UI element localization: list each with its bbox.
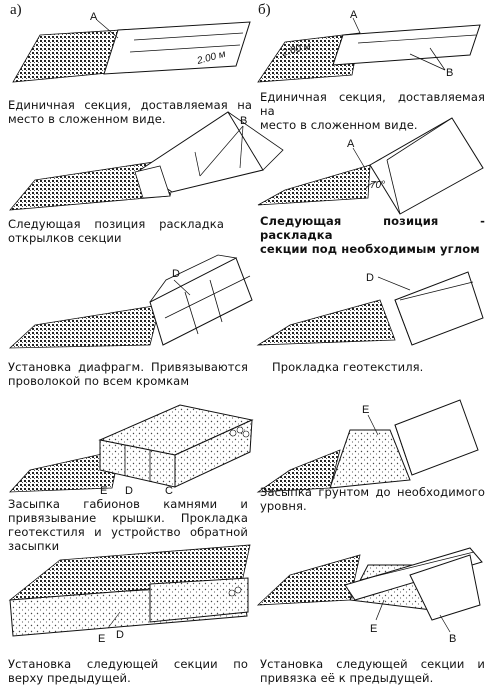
left-step5-label-d: D [116,629,124,641]
left-step1-caption: Единичная секция, доставляемая на место … [8,98,252,126]
right-step3-label-d: D [366,272,374,284]
right-step5-figure: E B [256,547,483,645]
right-step1-label-a: A [350,9,358,21]
left-step2-label-b: B [240,115,247,127]
left-step3-figure: D [8,254,253,349]
right-step2-figure: A 70° [257,117,484,215]
right-step2-label-a: A [347,138,355,150]
right-step4-caption: Засыпка грунтом до необходимого уровня. [260,485,485,513]
left-step3-label-d: D [172,268,180,280]
left-step2-figure: B [9,111,284,211]
left-step2-caption: Следующая позиция раскладка открылков се… [8,217,224,245]
right-step2-angle: 70° [370,180,385,191]
left-step1-figure: A 2.00 м [12,11,251,83]
left-step3-caption: Установка диафрагм. Привязываются провол… [8,360,248,388]
column-heading-a: а) [10,2,22,18]
right-step3-figure: D [256,271,484,346]
left-step4-figure: E D C [9,404,254,497]
left-step4-label-e: E [100,485,107,497]
left-step5-figure: E D [8,544,251,645]
right-step5-label-e: E [370,623,377,635]
right-step4-figure: E [256,399,479,493]
left-step4-caption: Засыпка габионов камнями и привязывание … [8,497,248,553]
left-step5-caption: Установка следующей секции по верху пред… [8,657,248,685]
left-step1-label-a: A [90,11,98,23]
left-step4-label-d: D [125,485,133,497]
right-step5-label-b: B [449,633,456,645]
right-step5-caption: Установка следующей секции и привязка её… [260,657,485,685]
right-step2-caption: Следующая позиция - раскладка секции под… [260,214,485,256]
right-step1-figure: A B 2.00 м [257,9,481,83]
column-heading-b: б) [258,2,271,18]
right-step3-caption: Прокладка геотекстиля. [272,360,424,374]
left-step5-label-e: E [98,633,105,645]
right-step4-label-e: E [362,404,369,416]
right-step1-label-b: B [446,67,453,79]
right-step1-caption: Единичная секция, доставляемая на место … [260,90,485,132]
left-step4-label-c: C [165,485,173,497]
